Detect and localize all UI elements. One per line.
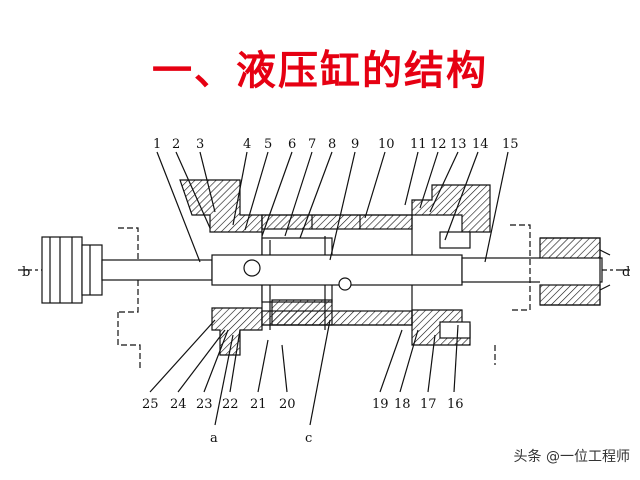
part-number: 25 xyxy=(142,397,159,412)
part-number: 1 xyxy=(153,137,161,152)
part-number: 2 xyxy=(172,137,180,152)
right-gland-top xyxy=(411,184,491,233)
port-label-c: c xyxy=(305,431,312,446)
part-number: 3 xyxy=(196,137,204,152)
part-number: 16 xyxy=(447,397,464,412)
part-numbers-bottom: 25 24 23 22 21 20 19 18 17 16 xyxy=(142,397,464,412)
port-label-a: a xyxy=(210,431,218,446)
part-number: 19 xyxy=(372,397,389,412)
part-number: 6 xyxy=(288,137,296,152)
part-number: 20 xyxy=(279,397,296,412)
part-number: 24 xyxy=(170,397,187,412)
part-number: 9 xyxy=(351,137,359,152)
part-number: 11 xyxy=(410,137,427,152)
part-number: 18 xyxy=(394,397,411,412)
part-number: 4 xyxy=(243,137,251,152)
part-number: 21 xyxy=(250,397,267,412)
part-number: 15 xyxy=(502,137,519,152)
port-label-d: d xyxy=(622,265,630,280)
part-number: 10 xyxy=(378,137,395,152)
page-title: 一、液压缸的结构 xyxy=(152,48,488,94)
part-number: 7 xyxy=(308,137,316,152)
port-label-b: b xyxy=(22,265,30,280)
part-number: 22 xyxy=(222,397,239,412)
part-number: 14 xyxy=(472,137,489,152)
part-numbers-top: 1 2 3 4 5 6 7 8 9 10 11 12 13 14 15 xyxy=(153,137,519,152)
part-number: 13 xyxy=(450,137,467,152)
part-number: 23 xyxy=(196,397,213,412)
watermark: 头条 @一位工程师 xyxy=(513,449,630,465)
part-number: 8 xyxy=(328,137,336,152)
left-end-fitting xyxy=(41,236,83,304)
part-number: 5 xyxy=(264,137,272,152)
left-piston-rod xyxy=(101,259,213,281)
part-number: 12 xyxy=(430,137,447,152)
part-number: 17 xyxy=(420,397,437,412)
